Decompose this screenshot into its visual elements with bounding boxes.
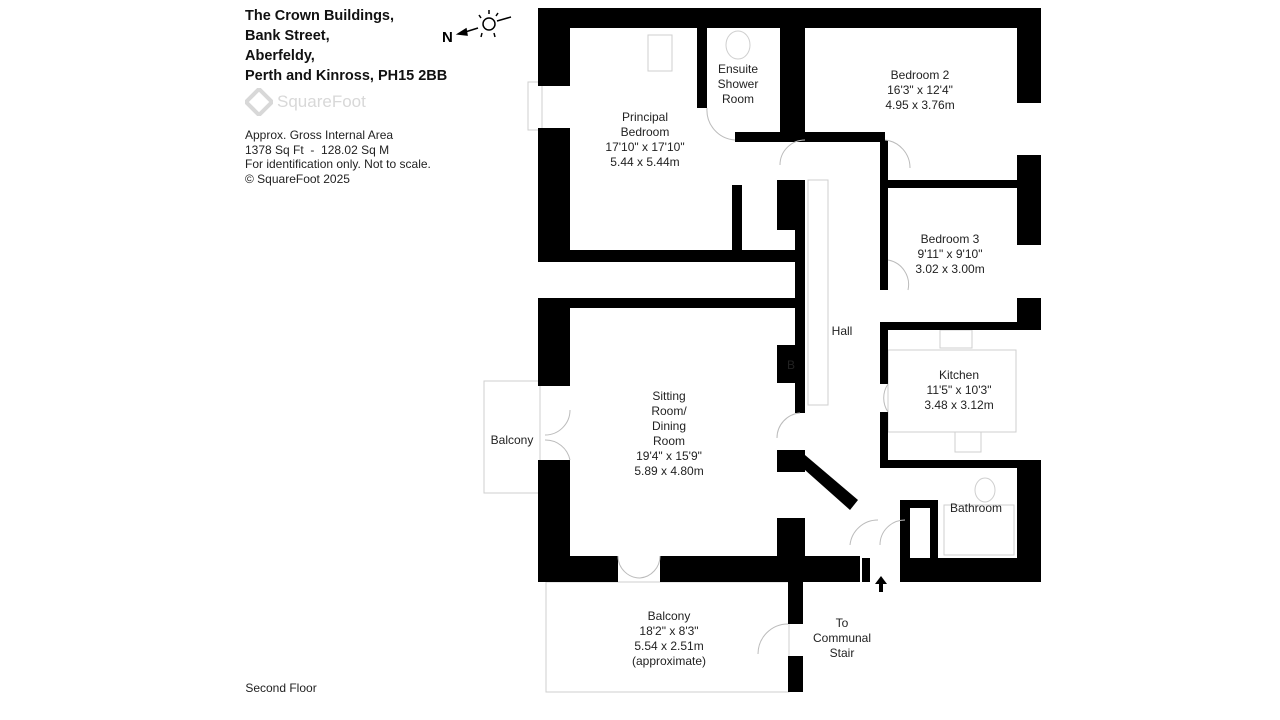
room-principal-bedroom: Principal Bedroom 17'10" x 17'10" 5.44 x… (605, 110, 684, 170)
plan-sheet (130, 0, 1150, 720)
room-bathroom: Bathroom (950, 501, 1002, 516)
door-swings (544, 107, 911, 655)
copyright: © SquareFoot 2025 (245, 171, 350, 186)
room-name: Room/ (651, 404, 687, 418)
squarefoot-logo: SquareFoot (245, 88, 366, 116)
room-size-imperial: 16'3" x 12'4" (887, 83, 953, 97)
logo-text: SquareFoot (277, 92, 366, 111)
room-size-metric: 3.02 x 3.00m (915, 262, 985, 276)
room-name: Principal (621, 110, 669, 124)
area-info: Approx. Gross Internal Area 1378 Sq Ft -… (245, 128, 431, 186)
info-line: Approx. Gross Internal Area (245, 128, 394, 142)
room-name: Kitchen (938, 368, 980, 382)
room-sitting-dining: Sitting Room/ Dining Room 19'4" x 15'9" … (634, 389, 703, 479)
room-name: Bathroom (949, 501, 1003, 515)
room-name: Bedroom 3 (920, 232, 980, 246)
room-name: Room (652, 434, 685, 448)
room-name: Bedroom 2 (890, 68, 950, 82)
room-name: Sitting (652, 389, 686, 403)
stair-text: Stair (829, 646, 855, 660)
room-bedroom-3: Bedroom 3 9'11" x 9'10" 3.02 x 3.00m (915, 232, 984, 277)
address-line: Bank Street, (245, 28, 330, 44)
room-kitchen: Kitchen 11'5" x 10'3" 3.48 x 3.12m (924, 368, 993, 413)
room-hall: Hall (832, 324, 853, 339)
communal-stair-label: To Communal Stair (813, 616, 871, 661)
gross-area: 1378 Sq Ft - 128.02 Sq M (245, 142, 390, 157)
room-size-metric: 5.89 x 4.80m (634, 464, 704, 478)
room-size-imperial: 19'4" x 15'9" (636, 449, 702, 463)
room-name: Balcony (490, 433, 534, 447)
logo-diamond-icon (245, 88, 273, 116)
info-line: For identification only. Not to scale. (245, 157, 431, 171)
room-size-imperial: 11'5" x 10'3" (926, 383, 992, 397)
room-note: (approximate) (631, 654, 707, 668)
room-name: Dining (651, 419, 687, 433)
entrance-arrow-icon (875, 576, 887, 592)
north-label: N (442, 29, 453, 46)
room-size-metric: 3.48 x 3.12m (924, 398, 994, 412)
address-line: Perth and Kinross, PH15 2BB (245, 68, 448, 84)
room-size-metric: 5.54 x 2.51m (634, 639, 704, 653)
room-cupboard: B (787, 358, 795, 373)
room-name: Shower (717, 77, 759, 91)
room-name: Hall (831, 324, 853, 338)
room-name: Ensuite (717, 62, 759, 76)
floor-label: Second Floor (245, 681, 317, 695)
room-name: B (786, 358, 796, 372)
room-size-imperial: 18'2" x 8'3" (639, 624, 699, 638)
address-line: Aberfeldy, (245, 48, 315, 64)
room-balcony-side: Balcony (491, 433, 534, 448)
stair-text: To (835, 616, 849, 630)
room-size-imperial: 9'11" x 9'10" (917, 247, 983, 261)
room-size-metric: 5.44 x 5.44m (610, 155, 680, 169)
room-size-imperial: 17'10" x 17'10" (605, 140, 685, 154)
walls (538, 8, 1041, 692)
room-balcony-main: Balcony 18'2" x 8'3" 5.54 x 2.51m (appro… (632, 609, 706, 669)
room-name: Balcony (647, 609, 691, 623)
property-address: The Crown Buildings, Bank Street, Aberfe… (245, 6, 447, 86)
address-line: The Crown Buildings, (245, 8, 395, 24)
compass-sun-icon (455, 10, 512, 38)
room-name: Bedroom (620, 125, 670, 139)
room-ensuite: Ensuite Shower Room (718, 62, 759, 107)
room-name: Room (721, 92, 754, 106)
room-size-metric: 4.95 x 3.76m (885, 98, 955, 112)
room-bedroom-2: Bedroom 2 16'3" x 12'4" 4.95 x 3.76m (885, 68, 954, 113)
stair-text: Communal (812, 631, 872, 645)
